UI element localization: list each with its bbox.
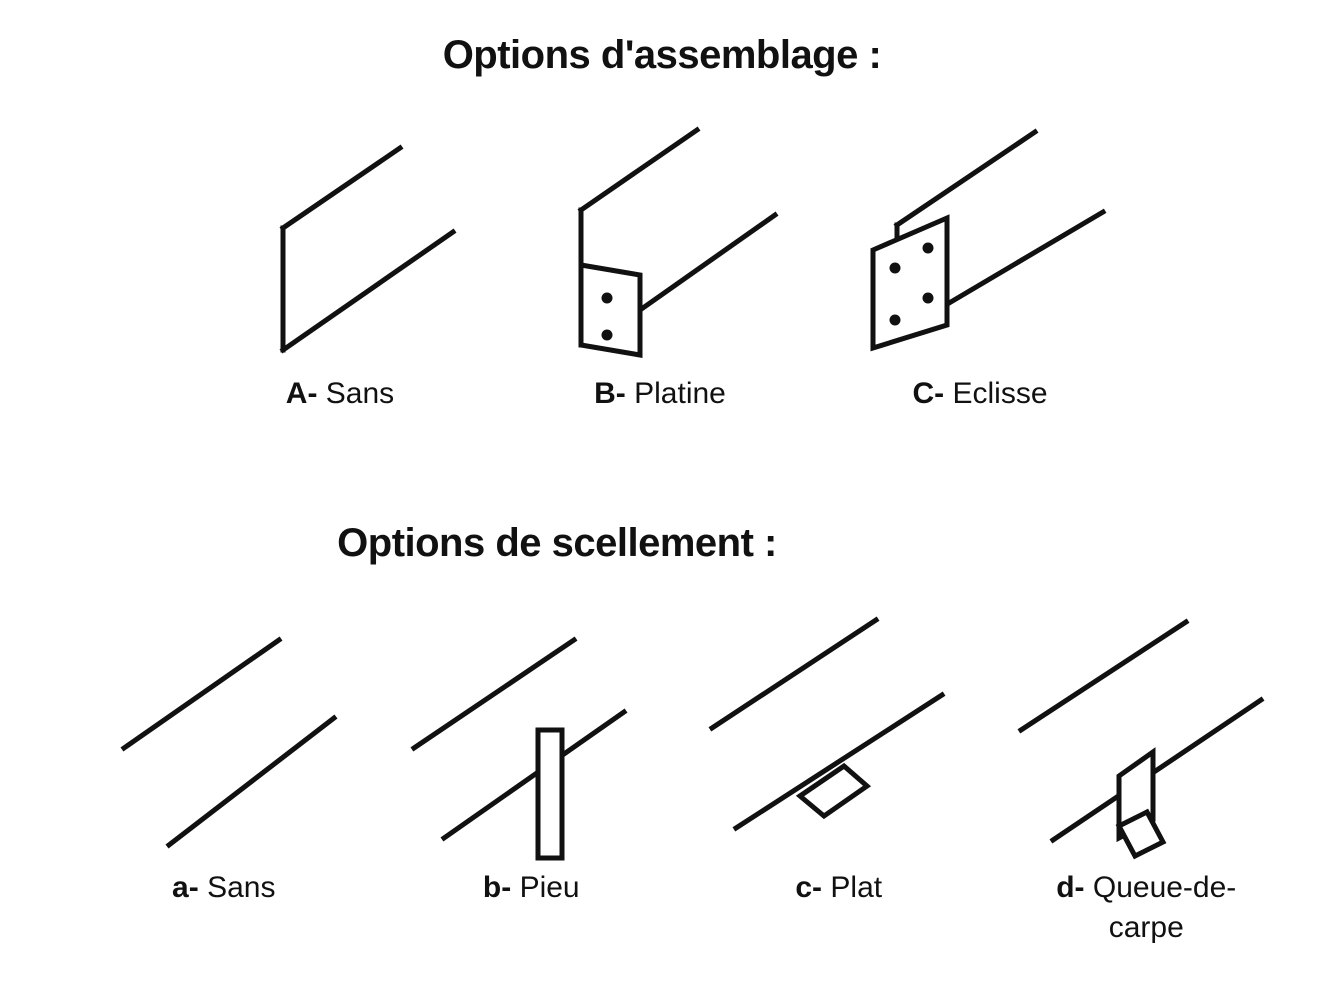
option-assemblage-eclisse[interactable]: C- Eclisse (820, 120, 1140, 414)
option-key: a- (172, 871, 199, 904)
rail-anchor-carptail-icon (1017, 618, 1265, 860)
option-name: Sans (325, 377, 395, 410)
pile-post-icon (535, 727, 565, 861)
option-key: b- (482, 871, 512, 904)
option-row-assemblage: A- Sans B- Plat (180, 120, 1140, 414)
rail-anchor-none-icon (120, 636, 338, 849)
rail-anchor-pile-icon (410, 636, 628, 861)
option-name: Plat (830, 871, 883, 904)
option-key: d- (1056, 871, 1085, 904)
option-name: Pieu (519, 871, 580, 904)
option-name: Queue-de-carpe (1092, 871, 1237, 944)
rail-anchor-flat-icon (708, 616, 946, 832)
option-scellement-sans[interactable]: a- Sans (70, 600, 378, 908)
option-label-assemblage-sans: A- Sans (286, 374, 394, 414)
option-name: Eclisse (952, 377, 1048, 410)
rivet-icon (601, 329, 613, 341)
rail-joint-fishplate-icon (870, 128, 1107, 352)
rivet-icon (601, 292, 613, 304)
rivet-icon (889, 314, 901, 326)
option-scellement-plat[interactable]: c- Plat (685, 600, 993, 908)
option-assemblage-sans[interactable]: A- Sans (180, 120, 500, 414)
rail-joint-baseplate-icon (577, 126, 779, 358)
option-name: Platine (634, 377, 726, 410)
option-label-scellement-sans: a- Sans (172, 868, 275, 908)
rivet-icon (922, 242, 934, 254)
rivet-icon (922, 292, 934, 304)
option-row-scellement: a- Sans b- Pieu (70, 600, 1300, 947)
rail-joint-plain-icon (279, 144, 457, 354)
option-label-assemblage-eclisse: C- Eclisse (912, 374, 1047, 414)
option-label-assemblage-platine: B- Platine (594, 374, 726, 414)
option-label-scellement-plat: c- Plat (795, 868, 882, 908)
option-scellement-queue-de-carpe[interactable]: d- Queue-de-carpe (993, 600, 1301, 947)
option-label-scellement-queue-de-carpe: d- Queue-de-carpe (1031, 868, 1261, 947)
option-label-scellement-pieu: b- Pieu (483, 868, 580, 908)
option-name: Sans (207, 871, 276, 904)
option-key: C- (912, 377, 945, 410)
rivet-icon (889, 262, 901, 274)
section-title-scellement: Options de scellement : (337, 521, 777, 565)
option-assemblage-platine[interactable]: B- Platine (500, 120, 820, 414)
option-key: c- (795, 871, 823, 904)
flat-foot-icon (795, 762, 871, 820)
option-scellement-pieu[interactable]: b- Pieu (378, 600, 686, 908)
option-key: B- (594, 377, 626, 410)
carptail-foot-icon (1115, 808, 1167, 860)
option-key: A- (285, 377, 318, 410)
section-title-assemblage: Options d'assemblage : (442, 33, 882, 77)
